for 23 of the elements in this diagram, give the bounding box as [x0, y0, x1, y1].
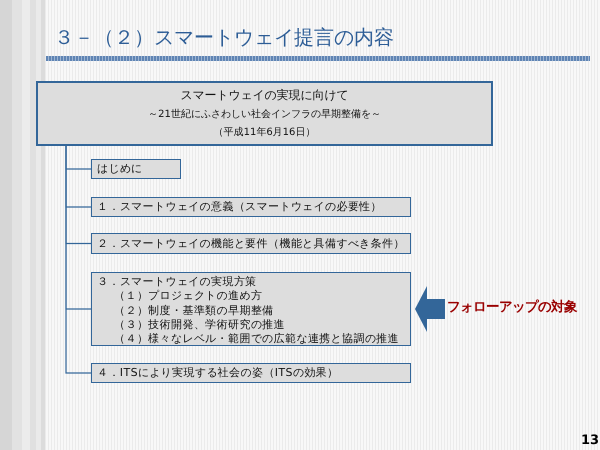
subtitle-text: ～21世紀にふさわしい社会インフラの早期整備を～ [148, 108, 381, 122]
sub-item: （２）制度・基準類の早期整備 [114, 304, 274, 318]
section-title: はじめに [97, 161, 143, 177]
section-box [91, 233, 411, 254]
page-number: 13 [581, 433, 600, 448]
date-text: （平成11年6月16日） [214, 126, 316, 140]
connector-line [65, 146, 91, 374]
section-box [91, 272, 411, 346]
section-box [91, 159, 181, 179]
sub-item: （４）様々なレベル・範囲での広範な連携と協調の推進 [114, 332, 399, 346]
section-box [91, 363, 411, 383]
note-text: フォローアップの対象 [447, 299, 577, 317]
sub-item: （３）技術開発、学術研究の推進 [114, 318, 285, 332]
heading-text: スマートウェイの実現に向けて [180, 87, 348, 103]
section-title: ２．スマートウェイの機能と要件（機能と具備すべき条件） [97, 236, 405, 252]
section-title: １．スマートウェイの意義（スマートウェイの必要性） [97, 199, 382, 215]
section-box [91, 197, 411, 217]
title-box [36, 81, 493, 146]
sub-item: （１）プロジェクトの進め方 [114, 289, 262, 304]
section-title: ３．スマートウェイの実現方策 [97, 275, 257, 289]
page-title: ３－（２）スマートウェイ提言の内容 [54, 24, 394, 50]
block-arrow [415, 286, 445, 332]
section-title: ４．ITSにより実現する社会の姿（ITSの効果） [97, 365, 338, 381]
